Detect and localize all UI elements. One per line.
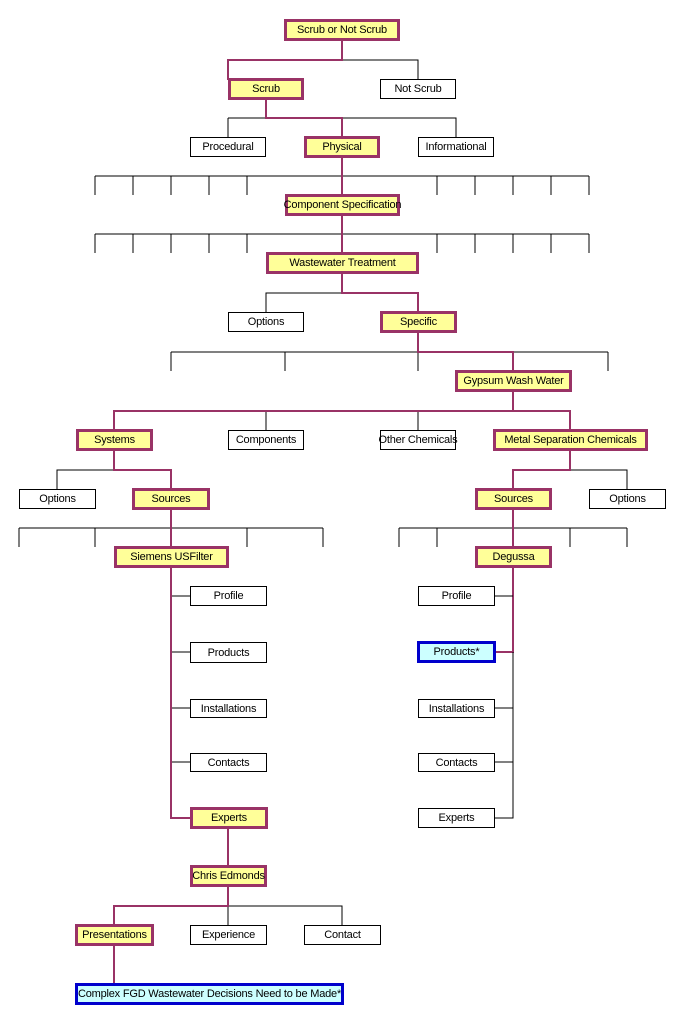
- node-specific[interactable]: Specific: [380, 311, 457, 333]
- node-informational[interactable]: Informational: [418, 137, 494, 157]
- node-components[interactable]: Components: [228, 430, 304, 450]
- node-degussa-contacts[interactable]: Contacts: [418, 753, 495, 772]
- connector: [18, 528, 324, 547]
- node-siemens-usfilter[interactable]: Siemens USFilter: [114, 546, 229, 568]
- node-systems[interactable]: Systems: [76, 429, 153, 451]
- node-complex-fgd-wastewater-decisions[interactable]: Complex FGD Wastewater Decisions Need to…: [75, 983, 344, 1005]
- node-procedural[interactable]: Procedural: [190, 137, 266, 157]
- node-siemens-contacts[interactable]: Contacts: [190, 753, 267, 772]
- node-not-scrub[interactable]: Not Scrub: [380, 79, 456, 99]
- highlighted-connector: [113, 391, 571, 430]
- node-scrub[interactable]: Scrub: [228, 78, 304, 100]
- node-msc-options[interactable]: Options: [589, 489, 666, 509]
- node-siemens-experts[interactable]: Experts: [190, 807, 268, 829]
- node-degussa[interactable]: Degussa: [475, 546, 552, 568]
- highlighted-connector: [417, 332, 514, 372]
- highlighted-connector: [341, 274, 419, 313]
- connector: [172, 595, 190, 763]
- node-msc-sources[interactable]: Sources: [475, 488, 552, 510]
- connector: [265, 292, 342, 313]
- node-degussa-installations[interactable]: Installations: [418, 699, 495, 718]
- node-degussa-experts[interactable]: Experts: [418, 808, 495, 828]
- connector: [495, 595, 514, 819]
- connector: [94, 234, 590, 253]
- connector: [265, 411, 419, 430]
- highlighted-connector: [495, 567, 514, 653]
- connector: [56, 469, 114, 490]
- node-other-chemicals[interactable]: Other Chemicals: [379, 430, 458, 450]
- node-siemens-products[interactable]: Products: [190, 642, 267, 663]
- node-contact[interactable]: Contact: [304, 925, 381, 945]
- node-chris-edmonds[interactable]: Chris Edmonds: [190, 865, 267, 887]
- connector: [342, 59, 419, 80]
- highlighted-connector: [512, 450, 571, 490]
- node-presentations[interactable]: Presentations: [75, 924, 154, 946]
- highlighted-connector: [113, 886, 229, 926]
- connector: [94, 176, 590, 195]
- highlighted-connector: [170, 567, 190, 819]
- node-options[interactable]: Options: [228, 312, 304, 332]
- node-degussa-profile[interactable]: Profile: [418, 586, 495, 606]
- node-degussa-products-selected[interactable]: Products*: [417, 641, 496, 663]
- connector: [170, 352, 609, 371]
- highlighted-connector: [227, 40, 343, 80]
- node-siemens-installations[interactable]: Installations: [190, 699, 267, 718]
- node-wastewater-treatment[interactable]: Wastewater Treatment: [266, 252, 419, 274]
- connector: [227, 905, 343, 926]
- node-component-specification[interactable]: Component Specification: [284, 194, 402, 216]
- node-systems-options[interactable]: Options: [19, 489, 96, 509]
- node-siemens-profile[interactable]: Profile: [190, 586, 267, 606]
- node-experience[interactable]: Experience: [190, 925, 267, 945]
- connector: [570, 469, 628, 490]
- highlighted-connector: [113, 450, 172, 490]
- node-systems-sources[interactable]: Sources: [132, 488, 210, 510]
- highlighted-connector: [265, 99, 343, 138]
- connector: [398, 528, 628, 547]
- node-scrub-or-not-scrub[interactable]: Scrub or Not Scrub: [284, 19, 400, 41]
- node-gypsum-wash-water[interactable]: Gypsum Wash Water: [455, 370, 572, 392]
- node-physical[interactable]: Physical: [304, 136, 380, 158]
- node-metal-separation-chemicals[interactable]: Metal Separation Chemicals: [493, 429, 648, 451]
